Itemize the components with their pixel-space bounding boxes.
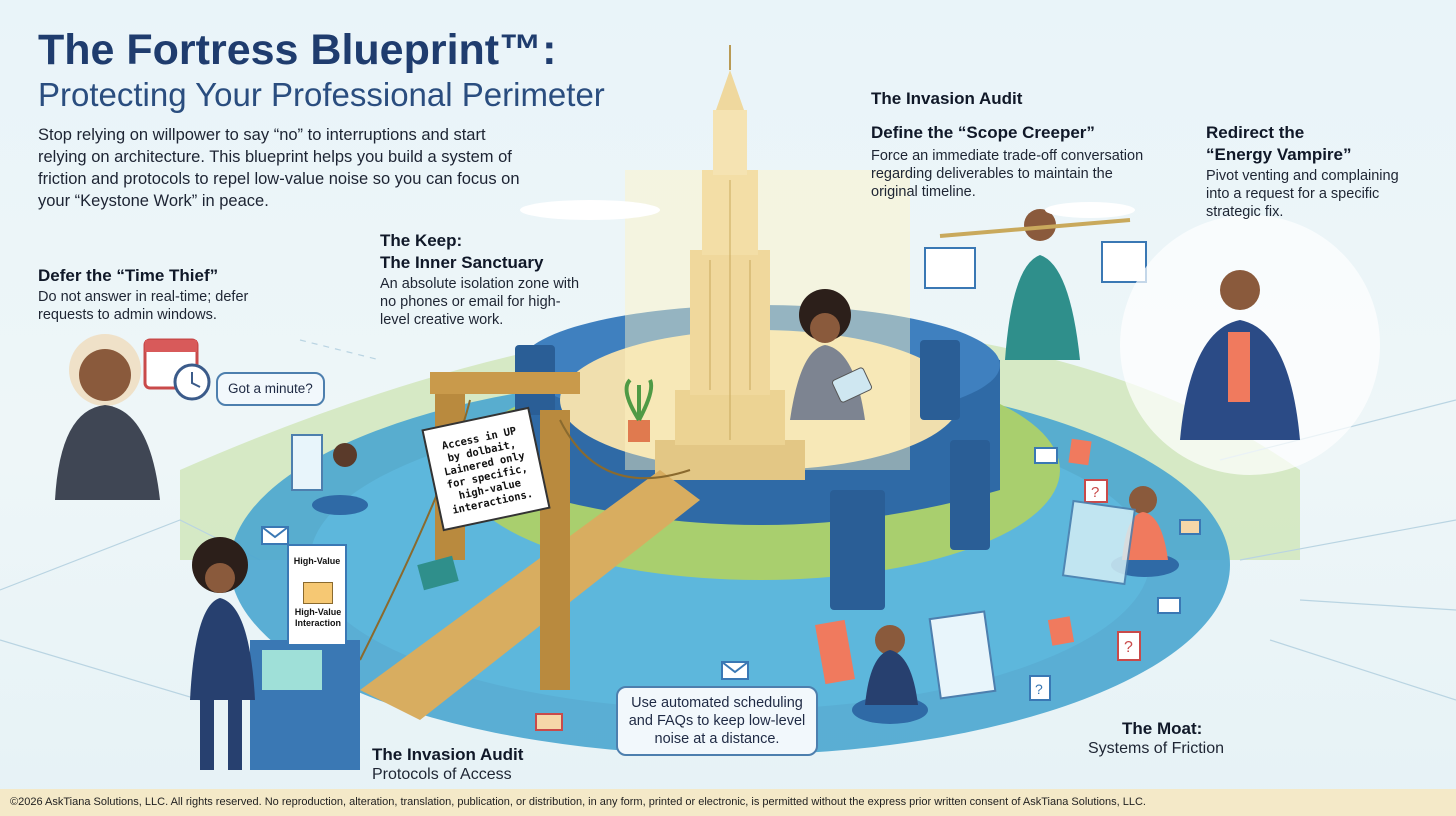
page-subtitle: Protecting Your Professional Perimeter <box>38 76 605 113</box>
alert-card <box>1068 438 1092 466</box>
alert-card <box>815 619 855 685</box>
envelope-icon <box>261 526 289 545</box>
question-icon: ? <box>1117 631 1141 661</box>
wall-tower <box>950 440 990 550</box>
person-energy-vampire <box>1120 215 1380 475</box>
person-keep <box>790 289 872 420</box>
cloud <box>520 200 660 220</box>
moat-speech-bubble: Use automated scheduling and FAQs to kee… <box>616 686 818 756</box>
moat-heading: The Moat: <box>1122 719 1203 738</box>
kiosk <box>250 544 360 770</box>
person-moat-left <box>312 443 368 515</box>
question-icon: ? <box>1084 479 1108 503</box>
time-thief-speech-bubble: Got a minute? <box>216 372 325 406</box>
person-time-thief <box>55 334 160 500</box>
protocols-heading: The Invasion Audit <box>372 745 524 764</box>
energy-vampire-text: Pivot venting and complaining into a req… <box>1206 168 1399 220</box>
faq-screen <box>291 434 323 491</box>
kiosk-sign-line1: High-Value <box>293 556 341 566</box>
svg-text:?: ? <box>1091 484 1099 501</box>
person-protocols <box>190 537 255 770</box>
wall-tower <box>920 340 960 420</box>
time-thief-text: Do not answer in real-time; defer reques… <box>38 289 249 323</box>
envelope-icon <box>535 713 563 731</box>
wall-tower <box>830 490 885 610</box>
faq-screen <box>1061 499 1136 586</box>
envelope-icon <box>303 582 333 604</box>
faq-screen <box>928 610 997 700</box>
time-thief-heading: Defer the “Time Thief” <box>38 266 219 285</box>
page-title: The Fortress Blueprint™: <box>38 26 557 74</box>
keep-heading: The Keep: The Inner Sanctuary <box>380 231 544 272</box>
svg-text:?: ? <box>1035 681 1043 697</box>
envelope-icon <box>1157 597 1181 614</box>
bridge-sign-board <box>421 406 551 532</box>
fortress-illustration: ? ? ? <box>0 45 1456 770</box>
question-icon: ? <box>1029 675 1051 701</box>
book-stack <box>417 555 459 591</box>
invasion-audit-top-heading: The Invasion Audit <box>871 89 1023 108</box>
scope-creeper-heading: Define the “Scope Creeper” <box>871 123 1095 142</box>
envelope-icon <box>1034 447 1058 464</box>
person-moat <box>852 625 928 724</box>
kiosk-sign-line2: High-Value Interaction <box>294 607 342 628</box>
envelope-icon <box>721 661 749 680</box>
intro-paragraph: Stop relying on willpower to say “no” to… <box>38 126 520 210</box>
keep-text: An absolute isolation zone with no phone… <box>380 276 580 328</box>
cloud <box>1045 202 1135 218</box>
envelope-icon <box>1179 519 1201 535</box>
energy-vampire-heading: Redirect the “Energy Vampire” <box>1206 123 1352 164</box>
copyright-footer: ©2026 AskTiana Solutions, LLC. All right… <box>0 789 1456 816</box>
person-scope-creeper <box>924 209 1147 360</box>
alert-card <box>1047 616 1075 646</box>
protocols-text: Protocols of Access <box>372 766 512 783</box>
clock-icon <box>173 363 211 401</box>
scope-creeper-text: Force an immediate trade-off conversatio… <box>871 148 1144 200</box>
moat-text: Systems of Friction <box>1088 740 1225 757</box>
svg-text:?: ? <box>1124 639 1133 656</box>
plant-icon <box>624 378 654 442</box>
